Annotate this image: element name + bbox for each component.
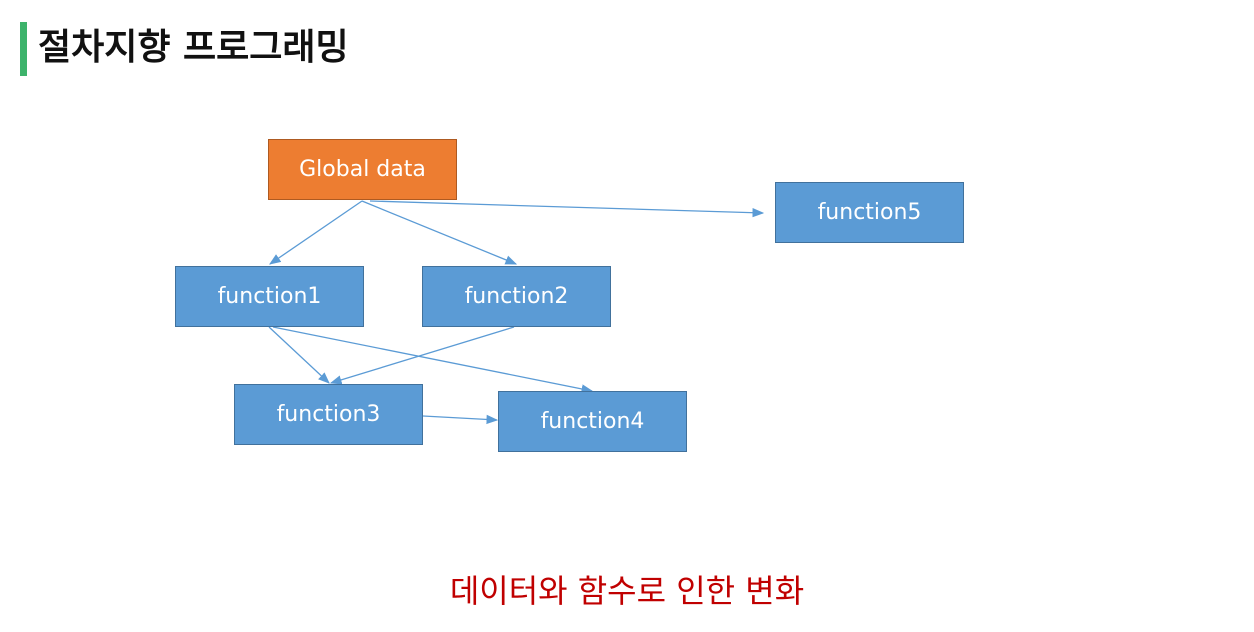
page-title: 절차지향 프로그래밍 [38, 27, 349, 68]
edge-function3-to-function4 [422, 414, 499, 425]
node-function2: function2 [422, 266, 611, 327]
caption-text: 데이터와 함수로 인한 변화 [449, 572, 805, 610]
edge-function1-to-function4 [272, 326, 594, 394]
edge-global-to-function1 [269, 200, 363, 265]
edge-global-to-function2 [361, 200, 518, 265]
node-function3-label: function3 [276, 402, 381, 427]
node-function1-label: function1 [217, 284, 322, 309]
node-function2-label: function2 [464, 284, 569, 309]
node-function4: function4 [498, 391, 687, 452]
node-global-data: Global data [268, 139, 457, 200]
node-function1: function1 [175, 266, 364, 327]
node-function5: function5 [775, 182, 964, 243]
node-function4-label: function4 [540, 409, 645, 434]
title-accent-bar [20, 22, 27, 76]
node-function5-label: function5 [817, 200, 922, 225]
node-function3: function3 [234, 384, 423, 445]
edge-function2-to-function3 [329, 326, 515, 385]
edge-global-to-function5 [369, 200, 765, 218]
node-global-data-label: Global data [299, 157, 426, 182]
edge-function1-to-function3 [268, 326, 330, 384]
